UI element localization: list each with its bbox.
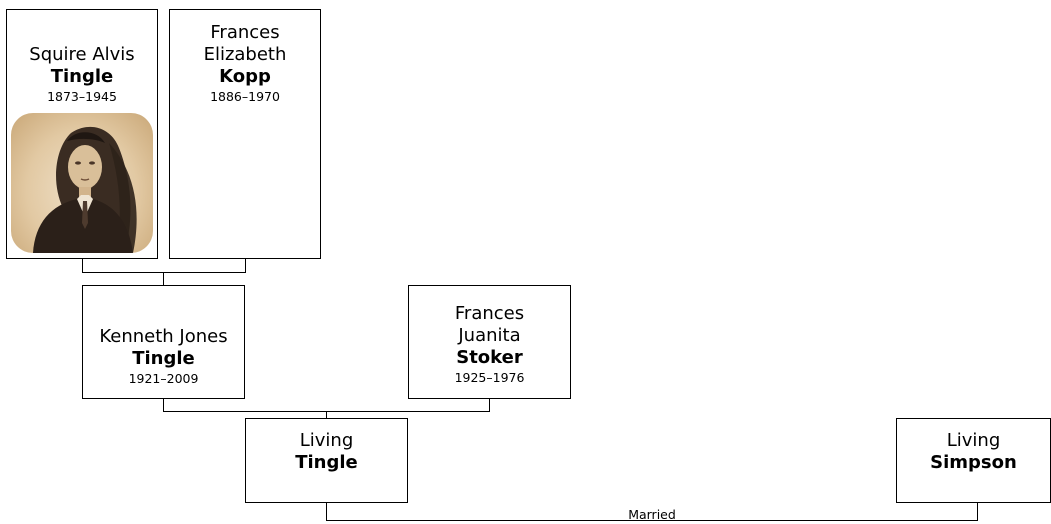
person-box-frances-elizabeth-kopp[interactable]: Frances Elizabeth Kopp 1886–1970: [169, 9, 321, 259]
person-surname: Simpson: [930, 452, 1017, 473]
connector-line: [326, 411, 327, 419]
connector-line: [82, 259, 83, 273]
person-surname: Tingle: [295, 452, 358, 473]
connector-line: [82, 272, 246, 273]
person-box-living-simpson[interactable]: Living Simpson: [896, 418, 1051, 503]
person-given-name: Living: [946, 430, 1001, 451]
person-surname: Stoker: [456, 347, 523, 368]
marriage-label: Married: [628, 507, 676, 522]
person-given-name: Frances: [454, 303, 525, 324]
person-portrait-photo: [11, 113, 153, 253]
marriage-line: [326, 520, 978, 521]
connector-line: [163, 399, 164, 411]
connector-line: [977, 503, 978, 521]
person-given-name: Juanita: [458, 325, 521, 346]
person-surname: Tingle: [132, 348, 195, 369]
person-surname: Tingle: [50, 66, 114, 87]
person-box-frances-juanita-stoker[interactable]: Frances Juanita Stoker 1925–1976: [408, 285, 571, 399]
person-dates: 1886–1970: [210, 89, 280, 104]
connector-line: [489, 399, 490, 411]
connector-line: [326, 503, 327, 521]
person-box-kenneth-jones-tingle[interactable]: Kenneth Jones Tingle 1921–2009: [82, 285, 245, 399]
connector-line: [163, 272, 164, 286]
connector-line: [245, 259, 246, 273]
person-given-name: Living: [299, 430, 354, 451]
person-dates: 1925–1976: [454, 370, 525, 385]
person-given-name: Kenneth Jones: [99, 326, 228, 347]
person-given-name: Squire Alvis: [29, 44, 135, 65]
person-given-name: Frances: [210, 22, 280, 43]
person-box-squire-alvis-tingle[interactable]: Squire Alvis Tingle 1873–1945: [6, 9, 158, 259]
person-dates: 1921–2009: [128, 371, 199, 386]
person-dates: 1873–1945: [47, 89, 117, 104]
person-surname: Kopp: [219, 66, 271, 87]
person-box-living-tingle[interactable]: Living Tingle: [245, 418, 408, 503]
person-given-name: Elizabeth: [203, 44, 287, 65]
